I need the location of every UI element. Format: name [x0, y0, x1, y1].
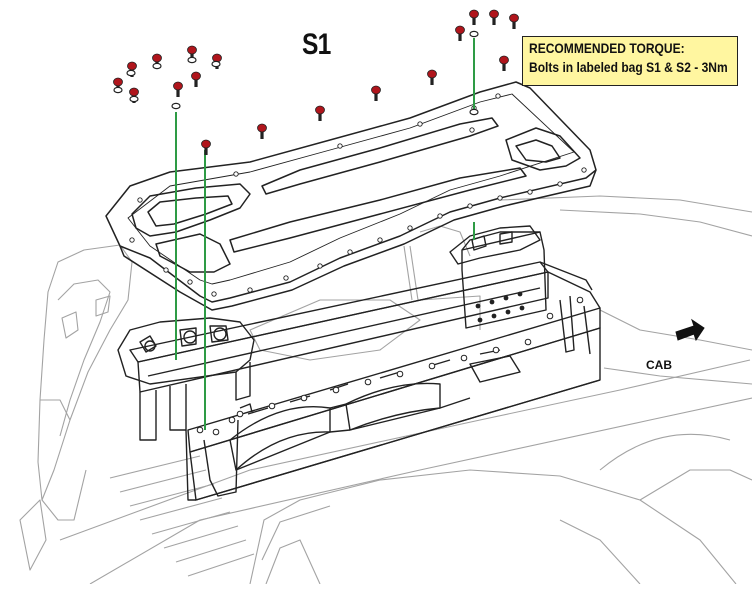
- washer-icon: [211, 60, 221, 68]
- cab-arrow-icon: [675, 318, 705, 342]
- frame-mount-points: [196, 296, 584, 436]
- torque-title: RECOMMENDED TORQUE:: [529, 40, 685, 56]
- cab-label: CAB: [646, 358, 672, 372]
- washer-icon: [152, 62, 162, 70]
- bolt-icon: [469, 9, 479, 25]
- torque-text: Bolts in labeled bag S1 & S2 - 3Nm: [529, 59, 728, 75]
- washer-icon: [469, 30, 479, 38]
- washer-icon: [126, 69, 136, 77]
- truck-bed: [19, 195, 752, 585]
- bolt-icon: [315, 105, 325, 121]
- washer-icon: [113, 86, 123, 94]
- lid-holes: [129, 93, 587, 297]
- bolt-icon: [509, 13, 519, 29]
- bolt-icon: [191, 71, 201, 87]
- step-label: S1: [302, 28, 331, 61]
- bolt-icon: [455, 25, 465, 41]
- bolt-icon: [371, 85, 381, 101]
- bolt-icon: [489, 9, 499, 25]
- washer-icon: [469, 108, 479, 116]
- bolt-icon: [427, 69, 437, 85]
- storage-box-frame: [117, 225, 601, 501]
- washer-icon: [129, 95, 139, 103]
- bolts: [113, 9, 519, 155]
- bolt-icon: [201, 139, 211, 155]
- washer-icon: [171, 102, 181, 110]
- lid-panel: [105, 81, 597, 311]
- bolt-icon: [173, 81, 183, 97]
- bolt-icon: [499, 55, 509, 71]
- frame-holes: [475, 291, 525, 323]
- bolt-guide-lines: [175, 38, 475, 430]
- bolt-icon: [257, 123, 267, 139]
- washer-icon: [187, 56, 197, 64]
- torque-note: RECOMMENDED TORQUE: Bolts in labeled bag…: [522, 36, 738, 86]
